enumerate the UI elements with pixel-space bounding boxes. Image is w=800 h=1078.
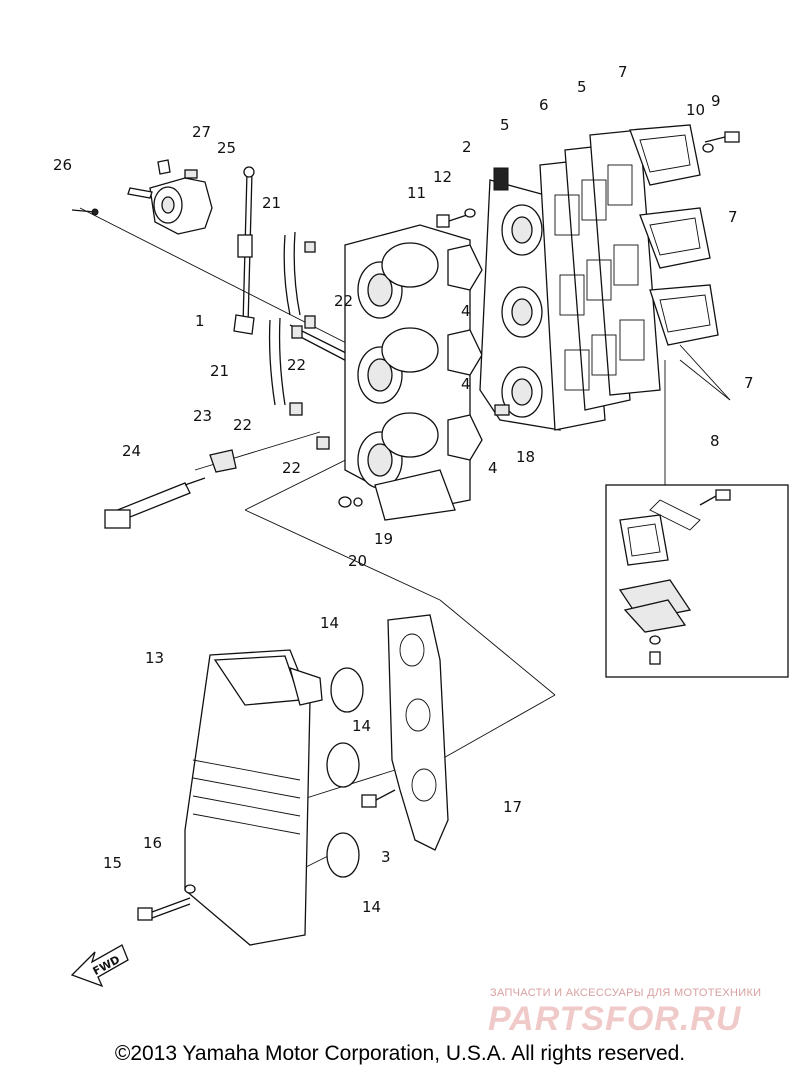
label-4: 4 [461, 375, 471, 393]
label-18: 18 [516, 448, 535, 466]
intake-manifold [479, 167, 561, 431]
label-21: 21 [210, 362, 229, 380]
label-26: 26 [53, 156, 72, 174]
label-7: 7 [728, 208, 738, 226]
label-14: 14 [352, 717, 371, 735]
throttle-position-sensor [71, 159, 213, 235]
label-16: 16 [143, 834, 162, 852]
label-1: 1 [195, 312, 205, 330]
label-2: 2 [462, 138, 472, 156]
label-23: 23 [193, 407, 212, 425]
label-27: 27 [192, 123, 211, 141]
label-6: 6 [539, 96, 549, 114]
label-15: 15 [103, 854, 122, 872]
label-14: 14 [362, 898, 381, 916]
label-5: 5 [577, 78, 587, 96]
watermark: ЗАПЧАСТИ И АКСЕССУАРЫ ДЛЯ МОТОТЕХНИКИ PA… [488, 987, 761, 1038]
label-8: 8 [710, 432, 720, 450]
screws-and-washers [338, 131, 740, 508]
label-22: 22 [282, 459, 301, 477]
label-7: 7 [618, 63, 628, 81]
bolt-and-washer [137, 884, 196, 921]
intake-silencer-cover [184, 649, 323, 946]
label-22: 22 [233, 416, 252, 434]
label-13: 13 [145, 649, 164, 667]
label-14: 14 [320, 614, 339, 632]
label-9: 9 [711, 92, 721, 110]
hose-clips [289, 241, 330, 450]
watermark-tagline: ЗАПЧАСТИ И АКСЕССУАРЫ ДЛЯ МОТОТЕХНИКИ [490, 987, 761, 999]
silencer-gasket [387, 614, 449, 851]
screw-3 [361, 789, 396, 808]
label-4: 4 [461, 302, 471, 320]
label-25: 25 [217, 139, 236, 157]
label-12: 12 [433, 168, 452, 186]
label-21: 21 [262, 194, 281, 212]
label-7: 7 [744, 374, 754, 392]
silencer-seals [326, 667, 364, 878]
choke-and-fitting [104, 449, 237, 529]
label-24: 24 [122, 442, 141, 460]
watermark-brand: PARTSFOR.RU [488, 1000, 742, 1038]
label-11: 11 [407, 184, 426, 202]
copyright-notice: ©2013 Yamaha Motor Corporation, U.S.A. A… [114, 1042, 686, 1065]
link-rod [233, 166, 255, 335]
part-labels: 1 2 3 4 4 4 5 5 6 7 7 7 8 9 10 11 12 13 … [53, 63, 754, 916]
label-20: 20 [348, 552, 367, 570]
label-17: 17 [503, 798, 522, 816]
label-22: 22 [287, 356, 306, 374]
reed-valves [629, 124, 719, 346]
intake-gaskets [539, 129, 661, 431]
label-4: 4 [488, 459, 498, 477]
label-22: 22 [334, 292, 353, 310]
label-3: 3 [381, 848, 391, 866]
reed-valve-detail [605, 484, 789, 678]
label-10: 10 [686, 101, 705, 119]
label-19: 19 [374, 530, 393, 548]
forward-arrow: FWD [70, 944, 129, 988]
carburetor-assembly [344, 224, 483, 521]
label-5: 5 [500, 116, 510, 134]
